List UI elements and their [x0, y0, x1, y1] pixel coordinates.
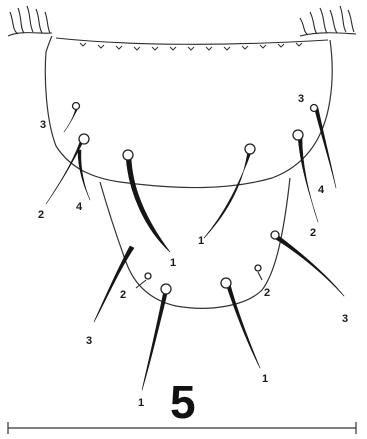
seta-upper-left-long	[46, 140, 84, 204]
seta-lower-left-3	[94, 246, 134, 322]
label-leaders	[136, 272, 262, 288]
label-3-low-right: 3	[342, 313, 348, 325]
figure-number: 5	[170, 376, 196, 428]
label-4-left: 4	[76, 201, 83, 213]
seta-lower-right-3	[274, 234, 344, 296]
label-3-top-right: 3	[298, 93, 304, 105]
seta-inner-left-long	[126, 156, 170, 252]
label-3-low-left: 3	[86, 335, 92, 347]
label-3-top-left: 3	[40, 119, 46, 131]
setae	[46, 108, 344, 390]
fringed-upper-margin	[8, 6, 356, 36]
seta-bottom-right	[226, 284, 260, 368]
seta-upper-left-4	[78, 150, 90, 200]
seta-inner-right-long	[204, 150, 252, 238]
label-2-mid-right: 2	[264, 287, 270, 299]
label-1-right-center: 1	[198, 235, 204, 247]
label-1-left-center: 1	[170, 257, 176, 269]
upper-plate-outline	[45, 36, 332, 188]
label-2-right: 2	[310, 227, 316, 239]
label-2-left: 2	[38, 209, 44, 221]
label-1-bottom-right: 1	[262, 373, 268, 385]
seta-upper-left-3	[64, 108, 78, 132]
seta-upper-right-2	[298, 136, 318, 222]
lower-plate-outline	[100, 178, 290, 308]
label-1-bottom-left: 1	[138, 397, 144, 409]
label-4-right: 4	[318, 184, 325, 196]
upper-plate-top-edge	[56, 38, 328, 44]
seta-bottom-left	[142, 290, 168, 390]
setal-sockets	[73, 103, 318, 295]
label-2-mid-left: 2	[120, 289, 126, 301]
